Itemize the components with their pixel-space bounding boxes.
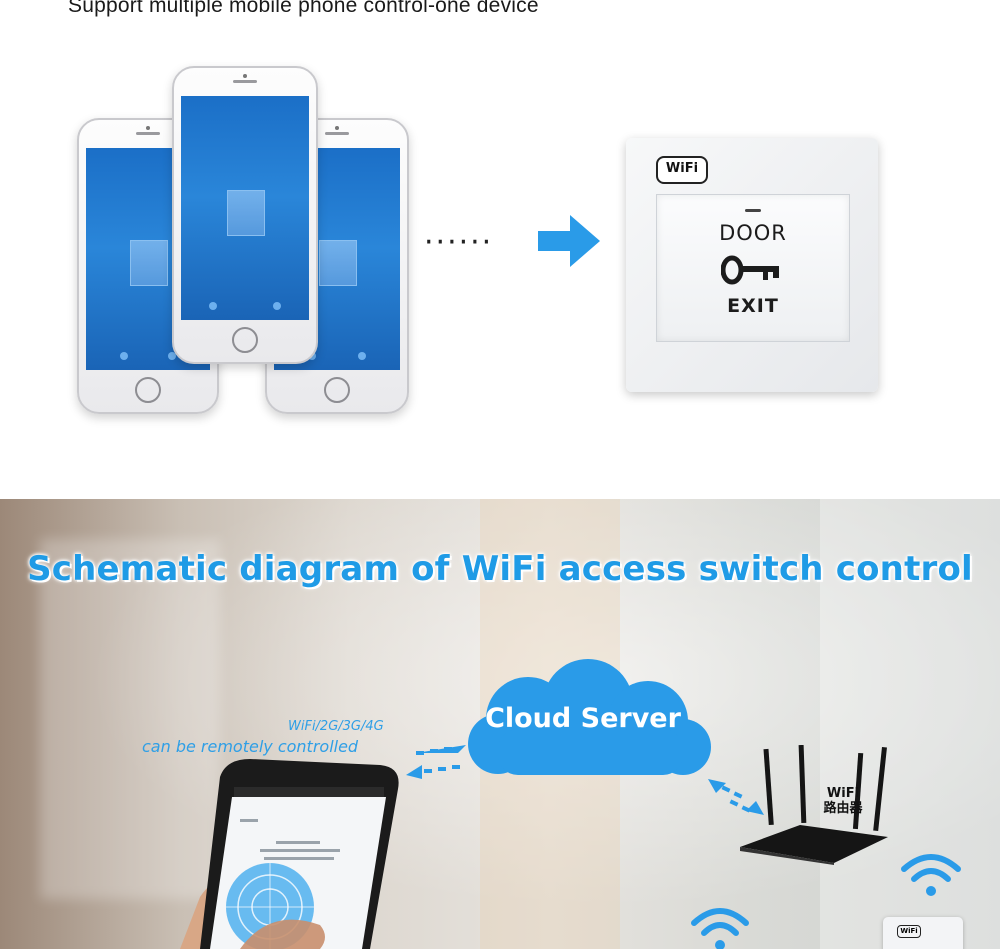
phone-camera [335,126,339,130]
router-label: WiFi 路由器 [818,786,868,816]
switch-card [227,190,265,236]
app-button-icon [358,352,366,360]
home-button [135,377,161,403]
exit-label: EXIT [727,295,779,317]
door-label: DOOR [719,221,787,245]
router-label-line-2: 路由器 [823,801,863,816]
bidirectional-arrow-icon [406,745,466,779]
mini-switch-plate: WiFi [883,917,963,949]
schematic-section: Schematic diagram of WiFi access switch … [0,499,1000,949]
mini-wifi-badge: WiFi [897,925,921,938]
wifi-signal-icon [901,854,961,896]
switch-card [319,240,357,286]
smartphone-icon [180,759,399,949]
phone-speaker [233,80,257,83]
remote-control-label: can be remotely controlled [142,737,359,756]
key-icon [721,255,779,285]
cloud-icon [468,659,711,775]
home-button [232,327,258,353]
wifi-signal-icon [691,908,749,949]
arrow-right-icon [538,215,600,267]
top-caption: Support multiple mobile phone control-on… [68,0,539,17]
phone-center [172,66,318,364]
phone-camera [243,74,247,78]
app-button-icon [120,352,128,360]
phone-camera [146,126,150,130]
background-blur [820,499,1000,949]
app-button-icon [168,352,176,360]
switch-card [130,240,168,286]
background-blur [40,539,220,899]
phone-speaker [325,132,349,135]
home-button [324,377,350,403]
phone-screen [181,96,309,320]
wifi-badge: WiFi [656,156,708,184]
connection-dots: ······ [424,225,494,260]
cloud-server-label: Cloud Server [485,703,681,734]
router-icon [740,745,888,865]
app-button-icon [209,302,217,310]
bidirectional-arrow-icon [708,779,764,815]
schematic-heading: Schematic diagram of WiFi access switch … [27,549,973,589]
door-exit-switch: WiFi DOOR EXIT [626,138,878,392]
network-label: WiFi/2G/3G/4G [288,719,384,734]
app-button-icon [273,302,281,310]
router-label-line-1: WiFi [826,786,860,801]
phone-speaker [136,132,160,135]
indicator-led [745,209,761,212]
exit-button-face: DOOR EXIT [656,194,850,342]
